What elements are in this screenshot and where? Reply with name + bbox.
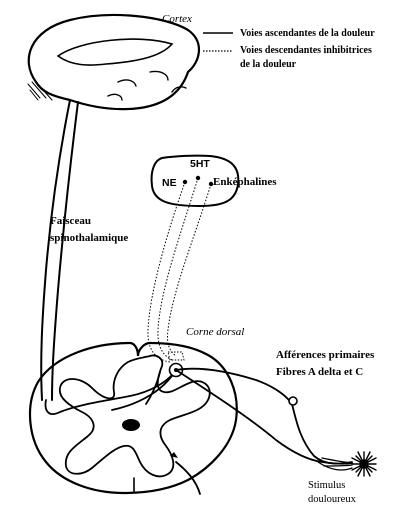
stimulus-starburst-icon <box>352 452 376 476</box>
legend: Voies ascendantes de la douleur Voies de… <box>203 28 375 70</box>
brainstem-nuclei: NE 5HT Enképhalines <box>152 156 278 206</box>
legend-descending-label-2: de la douleur <box>240 59 297 70</box>
legend-descending-label-1: Voies descendantes inhibitrices <box>240 45 372 56</box>
faisceau-label-2: spinothalamique <box>50 232 128 244</box>
enkephalines-label: Enképhalines <box>213 176 277 188</box>
brain-illustration <box>28 15 199 400</box>
spinal-cord-outline <box>30 343 237 493</box>
five-ht-label: 5HT <box>190 158 210 170</box>
grey-matter <box>60 355 210 476</box>
stimulus-label-1: Stimulus <box>308 480 345 491</box>
stimulus-label-2: douloureux <box>308 494 357 505</box>
legend-ascending-label: Voies ascendantes de la douleur <box>240 28 375 39</box>
faisceau-label-1: Faisceau <box>50 215 91 227</box>
ne-label: NE <box>162 177 177 189</box>
afferences-label-1: Afférences primaires <box>276 349 375 361</box>
afferences-label-2: Fibres A delta et C <box>276 366 363 378</box>
corne-dorsal-label: Corne dorsal <box>186 326 244 338</box>
ascending-pathway <box>46 370 176 414</box>
central-canal <box>122 419 140 431</box>
spinal-cord <box>30 343 237 493</box>
cortex-label: Cortex <box>162 13 192 25</box>
dorsal-root-ganglion <box>289 397 297 405</box>
